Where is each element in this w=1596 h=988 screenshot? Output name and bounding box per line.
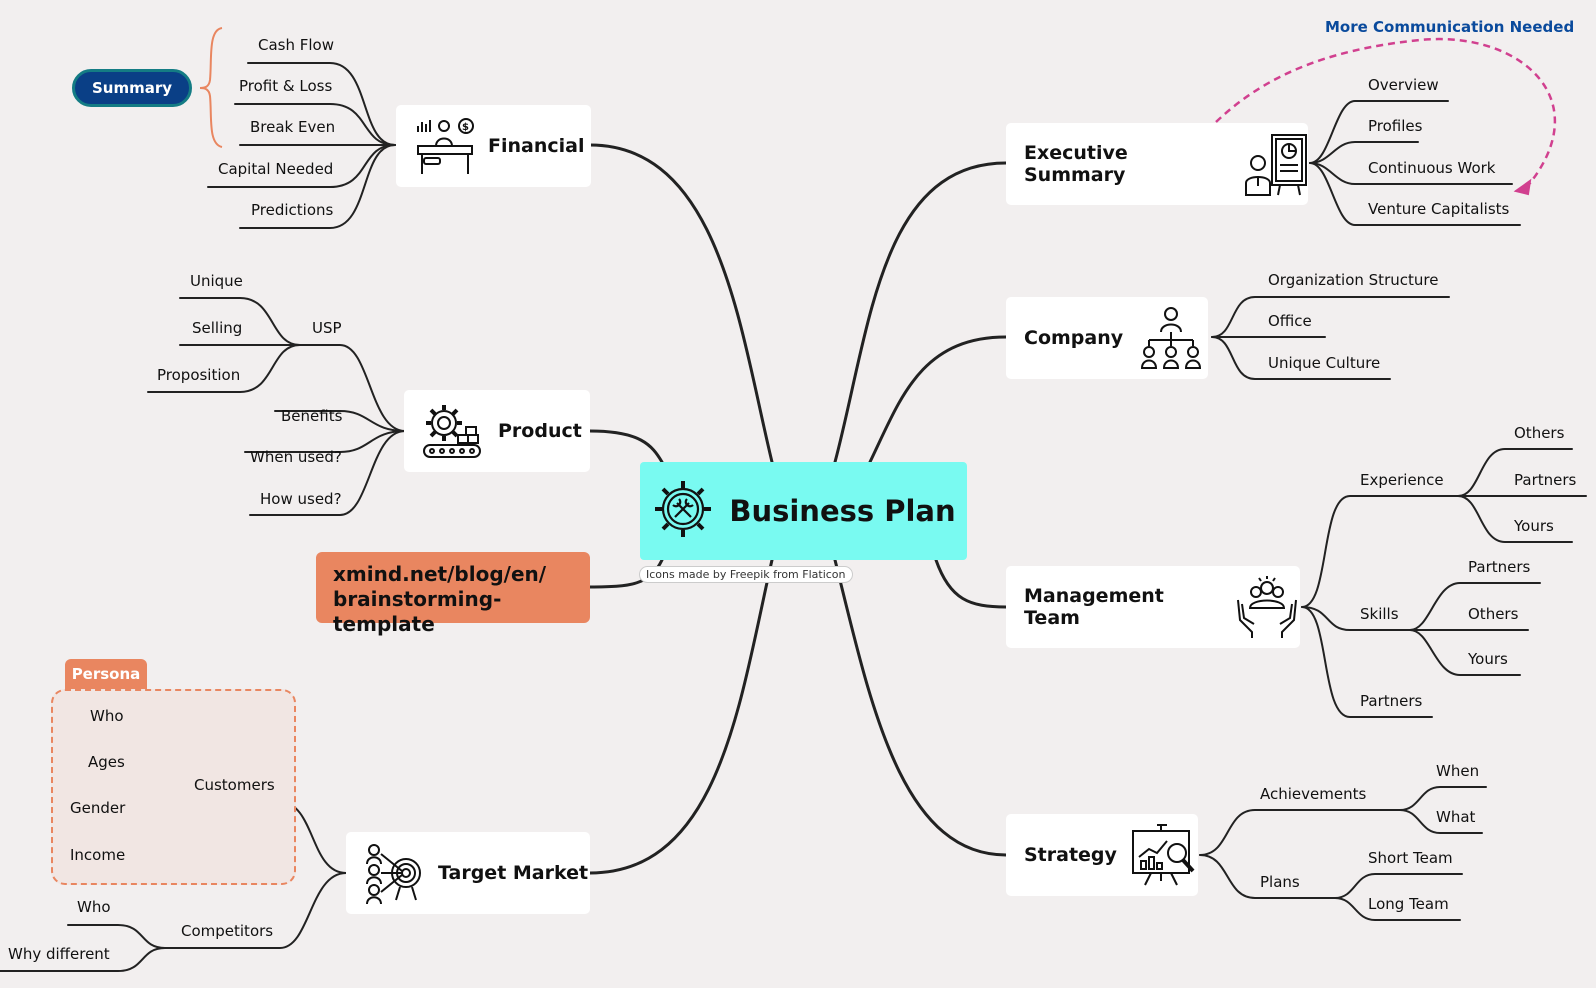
topic-management-team-title: Management Team — [1024, 585, 1164, 629]
competitors-who[interactable]: Who — [77, 898, 111, 916]
link-line-2: brainstorming-template — [333, 587, 502, 636]
mgmt-skills[interactable]: Skills — [1360, 605, 1399, 623]
product-benefits[interactable]: Benefits — [281, 407, 343, 425]
customers-income[interactable]: Income — [70, 846, 126, 864]
experience-others[interactable]: Others — [1514, 424, 1565, 442]
svg-text:$: $ — [462, 122, 469, 133]
topic-strategy-title: Strategy — [1024, 844, 1117, 866]
company-unique-culture[interactable]: Unique Culture — [1268, 354, 1381, 372]
target-competitors[interactable]: Competitors — [181, 922, 274, 940]
topic-company[interactable]: Company — [1006, 297, 1208, 379]
financial-cash-flow[interactable]: Cash Flow — [258, 36, 334, 54]
product-usp[interactable]: USP — [312, 319, 342, 337]
topic-company-title: Company — [1024, 327, 1124, 349]
exec-continuous-work[interactable]: Continuous Work — [1368, 159, 1496, 177]
skills-partners[interactable]: Partners — [1468, 558, 1531, 576]
team-hands-icon — [1234, 574, 1300, 640]
usp-selling[interactable]: Selling — [192, 319, 243, 337]
persona-label[interactable]: Persona — [65, 659, 147, 689]
topic-strategy[interactable]: Strategy — [1006, 814, 1198, 896]
financial-predictions[interactable]: Predictions — [251, 201, 334, 219]
company-office[interactable]: Office — [1268, 312, 1312, 330]
competitors-why-different[interactable]: Why different — [8, 945, 110, 963]
link-line-1: xmind.net/blog/en/ — [333, 562, 547, 586]
customers-gender[interactable]: Gender — [70, 799, 126, 817]
experience-yours[interactable]: Yours — [1514, 517, 1554, 535]
skills-yours[interactable]: Yours — [1468, 650, 1508, 668]
product-how-used[interactable]: How used? — [260, 490, 342, 508]
central-topic[interactable]: Business Plan — [640, 462, 967, 560]
topic-financial-title: Financial — [488, 135, 585, 157]
company-organization-structure[interactable]: Organization Structure — [1268, 271, 1439, 289]
topic-product-title: Product — [498, 420, 582, 442]
financial-capital-needed[interactable]: Capital Needed — [218, 160, 334, 178]
skills-others[interactable]: Others — [1468, 605, 1519, 623]
topic-financial[interactable]: $ Financial — [396, 105, 591, 187]
customers-who[interactable]: Who — [90, 707, 124, 725]
icon-credit: Icons made by Freepik from Flaticon — [639, 566, 853, 583]
topic-executive-summary[interactable]: Executive Summary — [1006, 123, 1308, 205]
achievements-what[interactable]: What — [1436, 808, 1476, 826]
org-chart-icon — [1141, 306, 1202, 370]
financial-break-even[interactable]: Break Even — [250, 118, 336, 136]
mgmt-experience[interactable]: Experience — [1360, 471, 1444, 489]
customers-ages[interactable]: Ages — [88, 753, 125, 771]
product-when-used[interactable]: When used? — [250, 448, 342, 466]
accountant-desk-icon: $ — [414, 116, 476, 176]
gear-wrench-icon — [651, 477, 715, 545]
exec-overview[interactable]: Overview — [1368, 76, 1439, 94]
persona-boundary — [51, 689, 296, 885]
achievements-when[interactable]: When — [1436, 762, 1480, 780]
strategy-achievements[interactable]: Achievements — [1260, 785, 1367, 803]
presentation-board-icon — [1244, 131, 1308, 197]
summary-badge[interactable]: Summary — [72, 69, 192, 107]
usp-proposition[interactable]: Proposition — [157, 366, 241, 384]
target-customers[interactable]: Customers — [194, 776, 275, 794]
strategy-plans[interactable]: Plans — [1260, 873, 1300, 891]
gear-conveyor-icon — [422, 401, 482, 461]
topic-target-market-title: Target Market — [438, 862, 589, 884]
exec-venture-capitalists[interactable]: Venture Capitalists — [1368, 200, 1510, 218]
plans-short-team[interactable]: Short Team — [1368, 849, 1453, 867]
topic-target-market[interactable]: Target Market — [346, 832, 590, 914]
link-note[interactable]: xmind.net/blog/en/ brainstorming-templat… — [316, 552, 590, 636]
financial-profit-loss[interactable]: Profit & Loss — [239, 77, 333, 95]
exec-profiles[interactable]: Profiles — [1368, 117, 1423, 135]
mgmt-partners[interactable]: Partners — [1360, 692, 1423, 710]
relationship-label[interactable]: More Communication Needed — [1325, 18, 1575, 36]
usp-unique[interactable]: Unique — [190, 272, 243, 290]
chart-magnifier-icon — [1131, 823, 1197, 887]
topic-executive-summary-title: Executive Summary — [1024, 142, 1128, 186]
experience-partners[interactable]: Partners — [1514, 471, 1577, 489]
target-audience-icon — [364, 842, 426, 904]
plans-long-team[interactable]: Long Team — [1368, 895, 1449, 913]
topic-management-team[interactable]: Management Team — [1006, 566, 1300, 648]
topic-product[interactable]: Product — [404, 390, 590, 472]
central-title: Business Plan — [729, 494, 956, 528]
